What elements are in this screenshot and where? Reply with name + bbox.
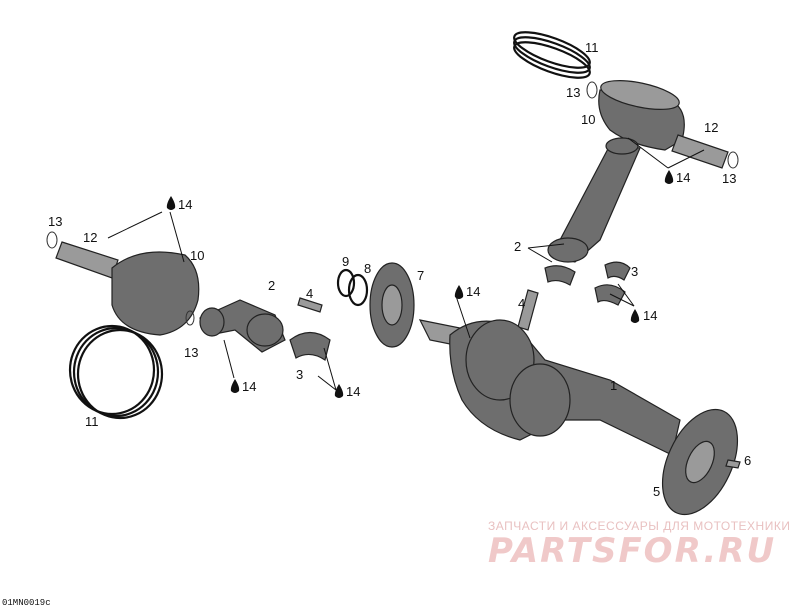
watermark-tagline: ЗАПЧАСТИ И АКСЕССУАРЫ ДЛЯ МОТОТЕХНИКИ: [488, 519, 791, 533]
callout-11-left: 11: [85, 414, 99, 429]
callout-10-top: 10: [581, 112, 595, 127]
callout-14-top: 14: [676, 170, 690, 185]
callout-14-center: 14: [466, 284, 480, 299]
callout-13-top: 13: [566, 85, 580, 100]
flywheel-gear: [661, 408, 739, 516]
oil-drop-icon: [166, 196, 176, 210]
snap-ring: [336, 268, 356, 298]
callout-3-right: 3: [631, 264, 638, 279]
bearing-half-left: [289, 331, 331, 361]
connecting-rod-left: [199, 299, 286, 353]
callout-1: 1: [610, 378, 617, 393]
callout-14-right: 14: [643, 308, 657, 323]
crankshaft: [418, 319, 681, 456]
callout-10-left: 10: [190, 248, 204, 263]
callout-14-lower-left: 14: [242, 379, 256, 394]
callout-2-top: 2: [514, 239, 521, 254]
oil-drop-icon: [630, 309, 640, 323]
oil-drop-icon: [664, 170, 674, 184]
piston-ring-set-left: [68, 324, 164, 420]
piston-ring-set-top: [513, 31, 591, 79]
callout-13-lower-left: 13: [184, 345, 198, 360]
bolt-left: [297, 297, 323, 313]
callout-12-left: 12: [83, 230, 97, 245]
callout-3-left: 3: [296, 367, 303, 382]
thrust-washer: [347, 273, 369, 307]
bearing-shells-right: [594, 261, 631, 306]
callout-7: 7: [417, 268, 424, 283]
callout-2-left: 2: [268, 278, 275, 293]
bearing-half-top-a: [544, 265, 576, 286]
callout-6: 6: [744, 453, 751, 468]
circlip-top-right: [727, 151, 739, 169]
leader-lines: [107, 137, 705, 391]
crank-gear: [369, 262, 415, 348]
oil-drop-icon: [230, 379, 240, 393]
callout-4-left: 4: [306, 286, 313, 301]
callout-14-left: 14: [178, 197, 192, 212]
circlip-top-left: [586, 81, 598, 99]
connecting-rod-top: [547, 137, 641, 263]
bolt-center: [517, 289, 539, 331]
callout-4-center: 4: [518, 296, 525, 311]
callout-9: 9: [342, 254, 349, 269]
piston-pin-left: [55, 241, 119, 279]
oil-drop-icon: [334, 384, 344, 398]
circlip-left-lower: [185, 310, 195, 326]
callout-11-top: 11: [585, 40, 599, 55]
callout-13-right: 13: [722, 171, 736, 186]
circlip-left: [46, 231, 58, 249]
callout-13-left: 13: [48, 214, 62, 229]
callout-12-top: 12: [704, 120, 718, 135]
callout-5: 5: [653, 484, 660, 499]
oil-drop-icon: [454, 285, 464, 299]
callout-14-lower-center: 14: [346, 384, 360, 399]
piston-left: [111, 251, 200, 336]
callout-8: 8: [364, 261, 371, 276]
piston-top: [598, 80, 685, 151]
watermark-logo: PARTSFOR.RU: [488, 531, 777, 571]
diagram-code: 01MN0019c: [2, 598, 51, 608]
key: [725, 459, 741, 469]
